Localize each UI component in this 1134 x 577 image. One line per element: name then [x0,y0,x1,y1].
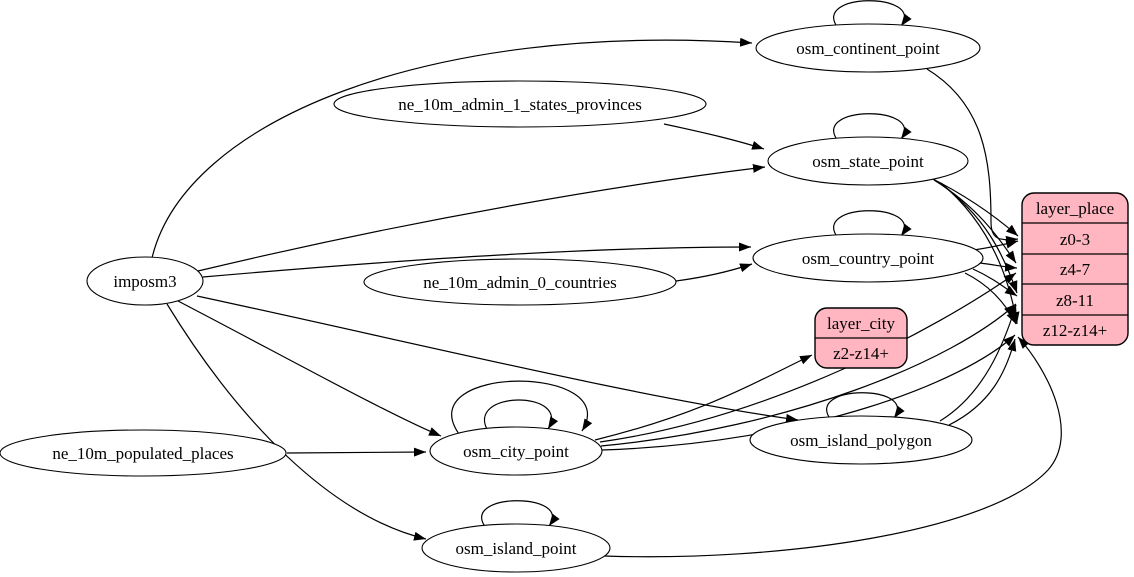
node-ne-10m-populated-places-shape [0,429,287,477]
node-layer-city: layer_city z2-z14+ [814,307,908,369]
node-osm-island-polygon-label: osm_island_polygon [790,431,932,450]
node-layer-place-row-z0-3: z0-3 [1060,230,1090,249]
node-osm-island-point: osm_island_point [421,523,611,573]
node-layer-place-shape [1021,192,1129,346]
self-loop-osm-island-polygon [826,392,905,421]
edge-ne-10m-admin-1-states-provinces-osm-state-point [663,123,765,150]
edge-osm-island-point-layer-place-z12 [603,336,1062,558]
node-layer-place: layer_place z0-3 z4-7 z8-11 z12-z14+ [1021,192,1129,346]
node-osm-continent-point: osm_continent_point [755,23,981,73]
edge-imposm3-osm-country-point [202,242,752,278]
node-layer-place-row-z12-z14: z12-z14+ [1043,321,1107,340]
edge-osm-island-polygon-layer-place-z8-11 [939,304,1017,422]
edge-osm-country-point-layer-place-z0-3 [973,239,1019,251]
edge-osm-country-point-layer-place-z4-7 [979,262,1018,272]
edge-osm-city-point-layer-place-z8-11 [600,303,1017,447]
node-ne-10m-admin-1-states-provinces-label: ne_10m_admin_1_states_provinces [398,95,642,114]
node-imposm3-label: imposm3 [113,272,176,291]
edge-osm-country-point-layer-place-z8-11 [972,268,1018,297]
node-osm-city-point: osm_city_point [429,426,603,476]
node-ne-10m-populated-places-label: ne_10m_populated_places [52,444,233,463]
edge-imposm3-osm-state-point [197,163,766,272]
edge-osm-city-point-layer-city-z2 [594,354,813,441]
node-osm-state-point-shape [767,136,969,186]
node-osm-country-point-shape [752,233,984,283]
node-osm-state-point: osm_state_point [767,136,969,186]
self-loop-osm-state-point [833,113,912,142]
node-osm-country-point: osm_country_point [752,233,984,283]
self-loop-osm-continent-point [833,0,912,29]
nodes: imposm3 ne_10m_admin_1_states_provinces … [0,23,984,573]
edge-osm-island-polygon-layer-place-z12 [948,338,1017,426]
node-osm-country-point-label: osm_country_point [802,249,934,268]
node-osm-continent-point-shape [755,23,981,73]
node-osm-city-point-shape [429,426,603,476]
edge-osm-city-point-layer-place-z4-7 [599,272,1017,443]
node-layer-place-row-z4-7: z4-7 [1060,260,1091,279]
edge-osm-city-point-layer-place-z12 [601,334,1016,451]
edge-imposm3-osm-continent-point [151,37,753,259]
node-imposm3-shape [86,256,204,306]
node-ne-10m-admin-1-states-provinces: ne_10m_admin_1_states_provinces [333,80,707,128]
edge-osm-continent-point-layer-place-z0-3 [926,68,1019,245]
node-ne-10m-admin-0-countries-shape [363,258,677,306]
self-loop-osm-country-point [833,210,912,239]
node-osm-state-point-label: osm_state_point [812,152,924,171]
node-osm-continent-point-label: osm_continent_point [796,39,940,58]
edge-ne-10m-admin-0-countries-osm-country-point [675,263,753,282]
node-layer-place-row-z8-11: z8-11 [1056,291,1094,310]
node-osm-island-point-label: osm_island_point [456,539,577,558]
edge-osm-state-point-layer-place-z0-3 [928,176,1019,237]
node-osm-island-point-shape [421,523,611,573]
edge-imposm3-osm-island-polygon [196,295,799,423]
node-layer-place-title: layer_place [1036,199,1114,218]
self-loop-osm-city-point-outer [451,380,593,435]
node-osm-island-polygon: osm_island_polygon [749,415,973,465]
node-ne-10m-admin-0-countries: ne_10m_admin_0_countries [363,258,677,306]
edge-ne-10m-populated-places-osm-city-point [286,447,427,457]
edge-osm-country-point-layer-place-z12 [964,272,1017,325]
node-layer-city-row-z2-z14: z2-z14+ [833,344,889,363]
self-loop-osm-city-point-inner [484,399,559,432]
edge-imposm3-osm-city-point [177,300,442,437]
node-imposm3: imposm3 [86,256,204,306]
node-ne-10m-populated-places: ne_10m_populated_places [0,429,287,477]
edge-imposm3-osm-island-point [166,303,427,541]
node-ne-10m-admin-0-countries-label: ne_10m_admin_0_countries [423,273,617,292]
self-loop-osm-island-point [481,500,560,529]
node-layer-city-title: layer_city [827,314,895,333]
node-osm-island-polygon-shape [749,415,973,465]
edges [151,0,1062,558]
node-ne-10m-admin-1-states-provinces-shape [333,80,707,128]
node-osm-city-point-label: osm_city_point [463,442,569,461]
